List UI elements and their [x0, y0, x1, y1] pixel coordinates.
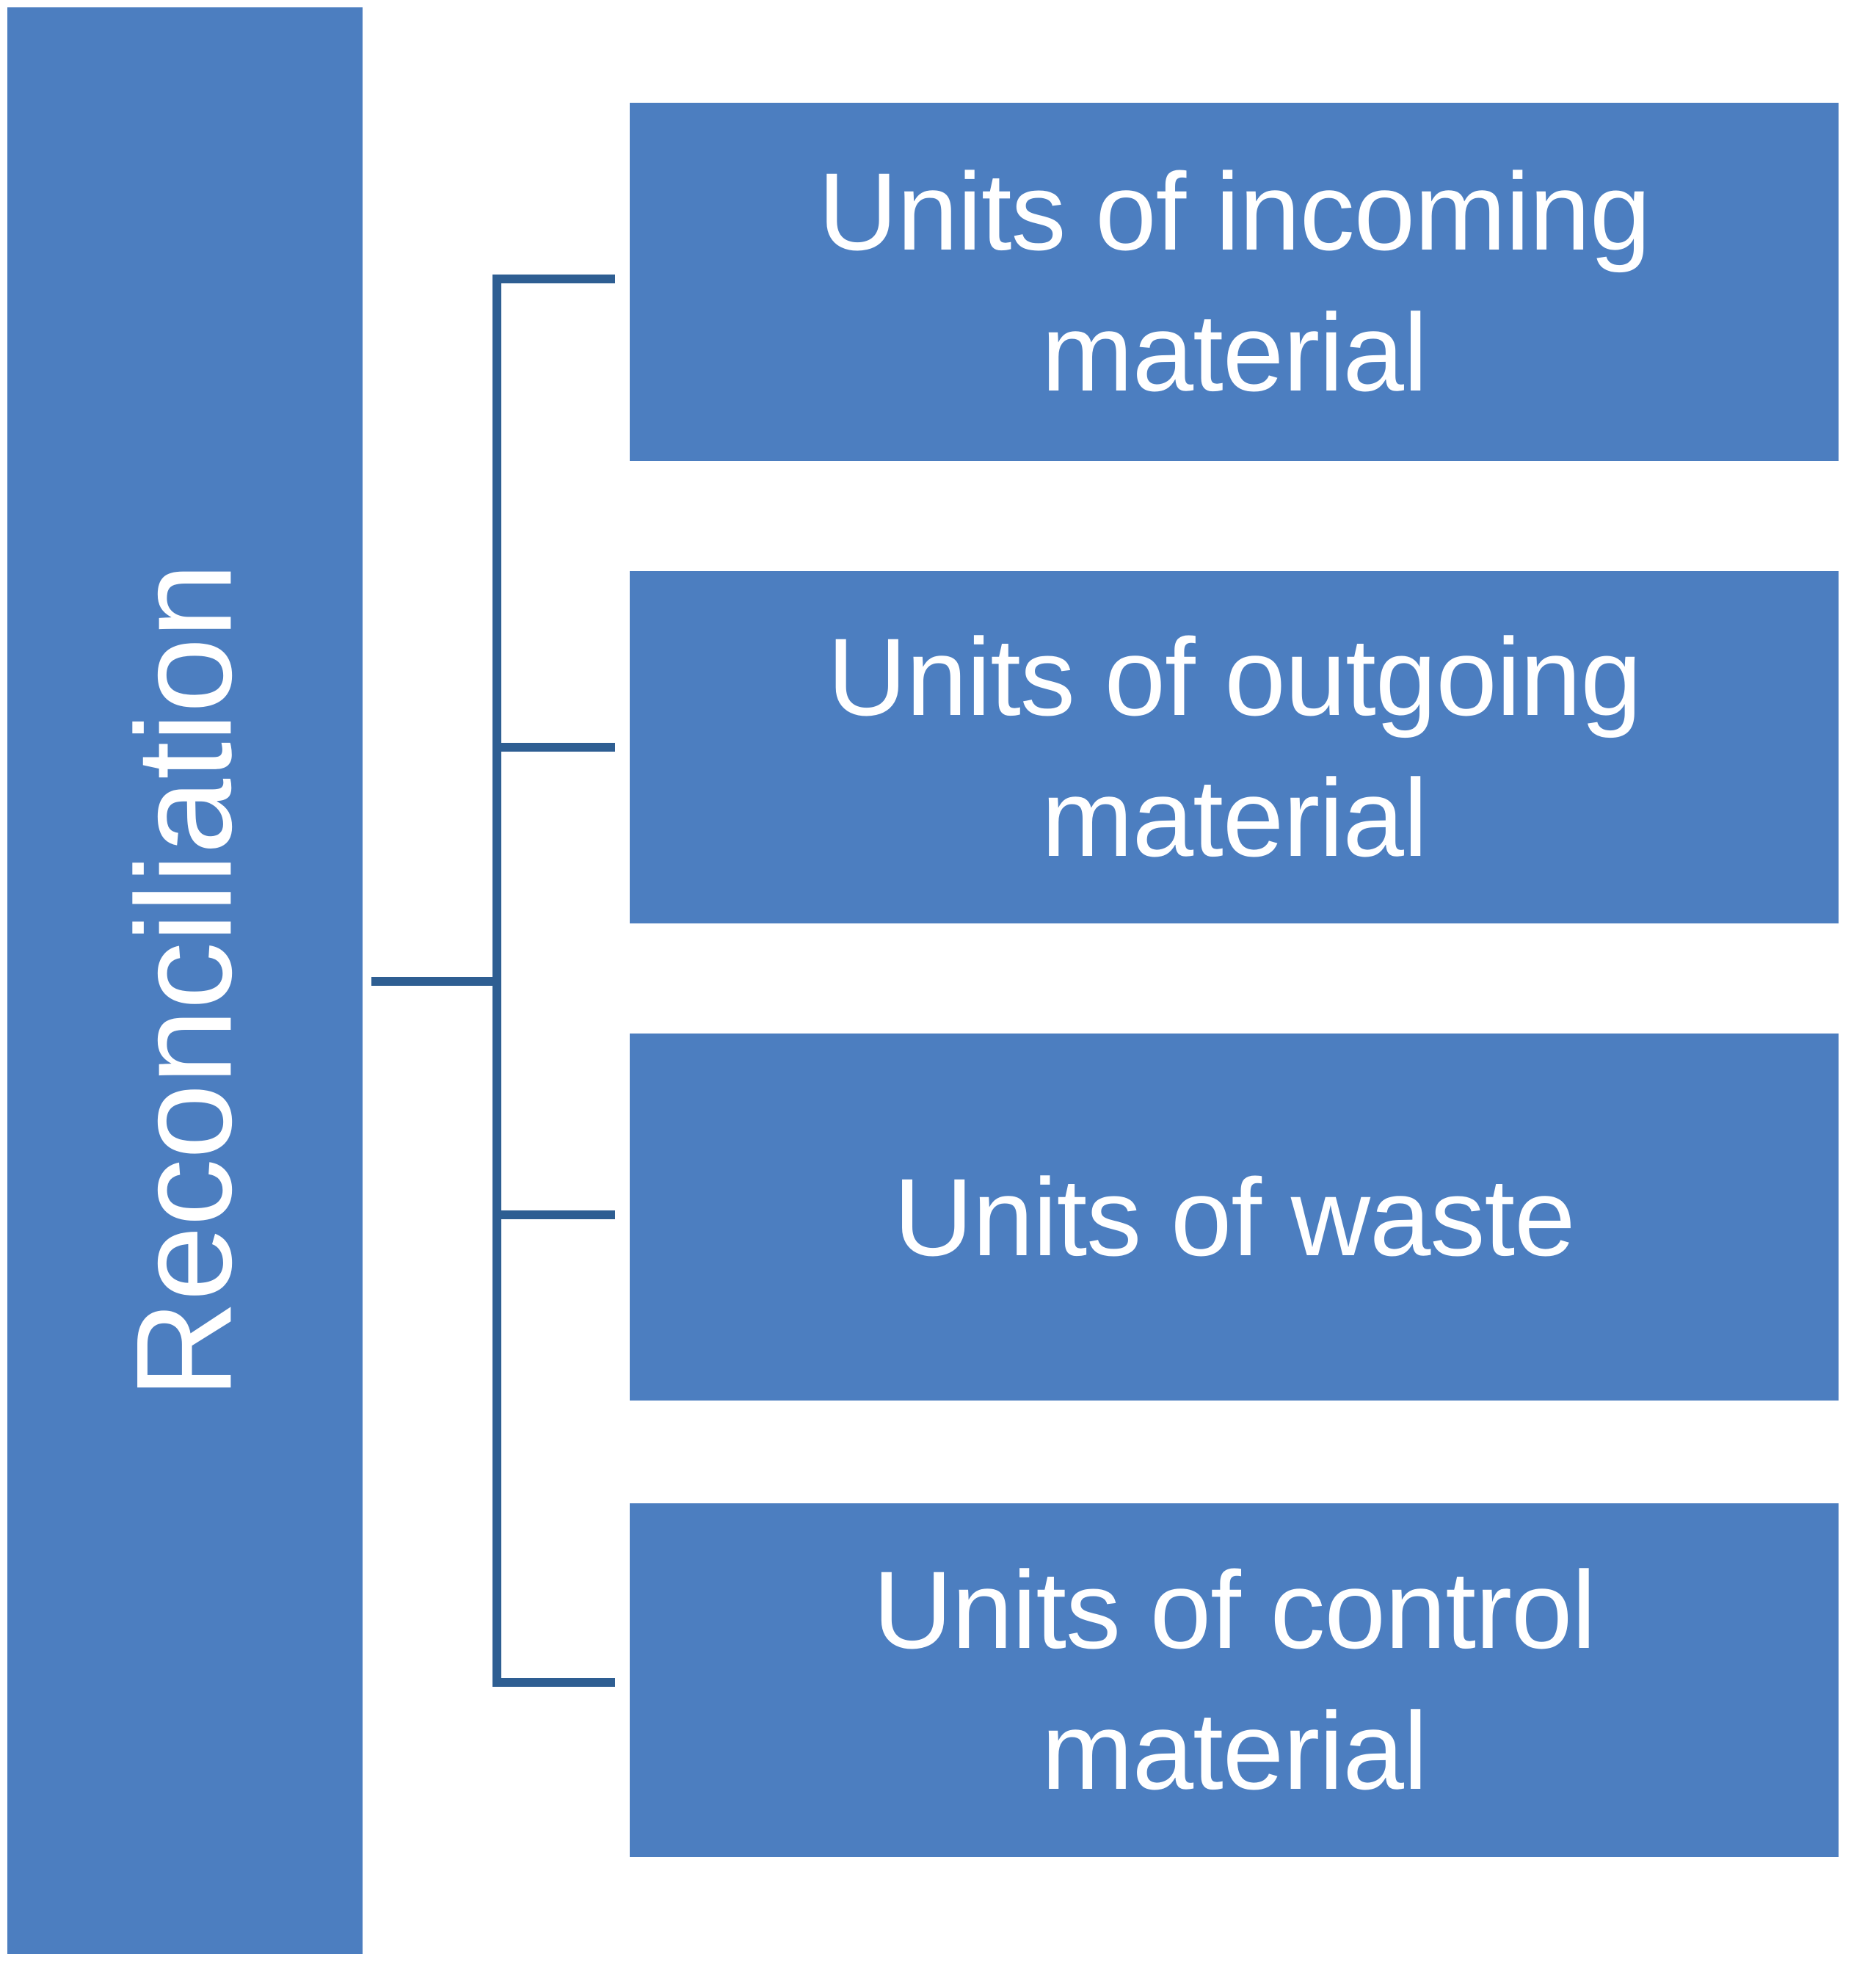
leaf-node-control-material[interactable]: Units of control material: [630, 1503, 1839, 1857]
leaf-node-label: Units of outgoing material: [827, 615, 1642, 879]
leaf-node-label: Units of incoming material: [818, 150, 1651, 414]
root-node-reconciliation[interactable]: Reconciliation: [7, 7, 363, 1954]
leaf-node-label: Units of control material: [873, 1548, 1596, 1812]
leaf-node-incoming-material[interactable]: Units of incoming material: [630, 103, 1839, 461]
root-node-label: Reconciliation: [109, 563, 261, 1398]
leaf-node-outgoing-material[interactable]: Units of outgoing material: [630, 571, 1839, 923]
leaf-node-waste[interactable]: Units of waste: [630, 1034, 1839, 1401]
leaf-node-label: Units of waste: [893, 1155, 1575, 1279]
